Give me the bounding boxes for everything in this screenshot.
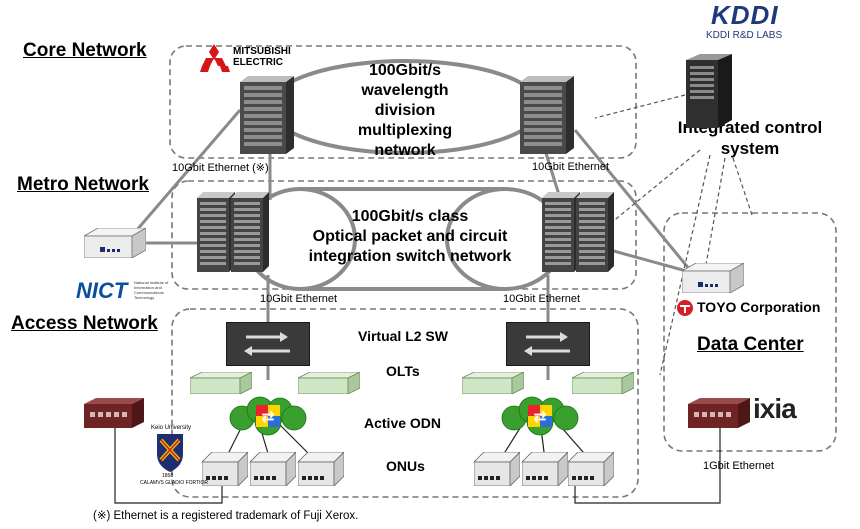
metro-switch-left-icon (197, 192, 269, 272)
link-label-metro-right: 10Gbit Ethernet (503, 293, 581, 305)
toyo-logo: TOYO Corporation (697, 299, 821, 315)
keio-motto: CALAMVS GLADIO FORTIOR (140, 480, 208, 486)
core-network-label: Core Network (23, 40, 147, 61)
olt-icon (190, 372, 252, 394)
link-label-core-right: 10Gbit Ethernet (532, 161, 610, 173)
nict-subtitle: National Institute of Information and Co… (134, 280, 169, 300)
ixia-logo: ixia (753, 393, 797, 424)
datacenter-switch-icon (688, 398, 750, 428)
mitsubishi-logo-line1: MITSUBISHI (233, 46, 291, 57)
olt-icon (462, 372, 524, 394)
metro-network-label: Metro Network (17, 174, 149, 195)
access-network-label: Access Network (11, 313, 158, 334)
onus-label: ONUs (386, 458, 425, 474)
virtual-l2-switch-left-icon (226, 322, 310, 366)
footnote: (※) Ethernet is a registered trademark o… (93, 510, 359, 522)
keio-emblem-icon (157, 434, 183, 472)
access-network-box (171, 308, 639, 498)
control-links (594, 94, 753, 376)
toyo-tester-icon (682, 263, 744, 293)
olt-icon (572, 372, 634, 394)
nict-logo: NICT (76, 278, 128, 303)
virtual-l2-switch-right-icon (506, 322, 590, 366)
onu-icon (202, 452, 248, 486)
core-ring-text: 100Gbit/s wavelength division multiplexi… (357, 62, 453, 159)
link-label-core-left: 10Gbit Ethernet (※) (172, 162, 269, 174)
data-center-box (663, 212, 837, 452)
kddi-rd-labs-label: KDDI R&D LABS (706, 30, 783, 41)
nict-tester-icon (84, 228, 146, 258)
onu-icon (522, 452, 568, 486)
active-odn-label: Active ODN (364, 415, 442, 431)
onu-icon (298, 452, 344, 486)
svg-text:⇄: ⇄ (261, 409, 274, 426)
metro-ring-text: 100Gbit/s class Optical packet and circu… (308, 208, 512, 265)
metro-switch-right-icon (542, 192, 614, 272)
keio-university-label: Keio University (151, 425, 192, 431)
link-label-metro-left: 10Gbit Ethernet (260, 293, 338, 305)
core-router-left-icon (240, 76, 294, 154)
network-links (128, 109, 692, 380)
virtual-l2-sw-label: Virtual L2 SW (358, 328, 448, 344)
onu-icon (568, 452, 614, 486)
active-odn-cloud-icon: ⇄ (229, 396, 307, 436)
toyo-logo-icon (677, 300, 693, 316)
keio-year: 1858 (162, 473, 174, 479)
mitsubishi-logo-line2: ELECTRIC (233, 57, 283, 68)
keio-switch-icon (84, 398, 144, 428)
olt-icon (298, 372, 360, 394)
olts-label: OLTs (386, 363, 420, 379)
svg-text:⇄: ⇄ (533, 409, 546, 426)
kddi-logo: KDDI (711, 0, 779, 30)
core-network-box (169, 45, 637, 159)
onu-icon (474, 452, 520, 486)
onu-icon (250, 452, 296, 486)
control-server-icon (686, 54, 732, 128)
core-router-right-icon (520, 76, 574, 154)
mitsubishi-diamonds-icon (200, 44, 230, 72)
link-label-datacenter: 1Gbit Ethernet (703, 460, 774, 472)
data-center-label: Data Center (697, 334, 804, 355)
active-odn-cloud-icon: ⇄ (501, 396, 579, 436)
